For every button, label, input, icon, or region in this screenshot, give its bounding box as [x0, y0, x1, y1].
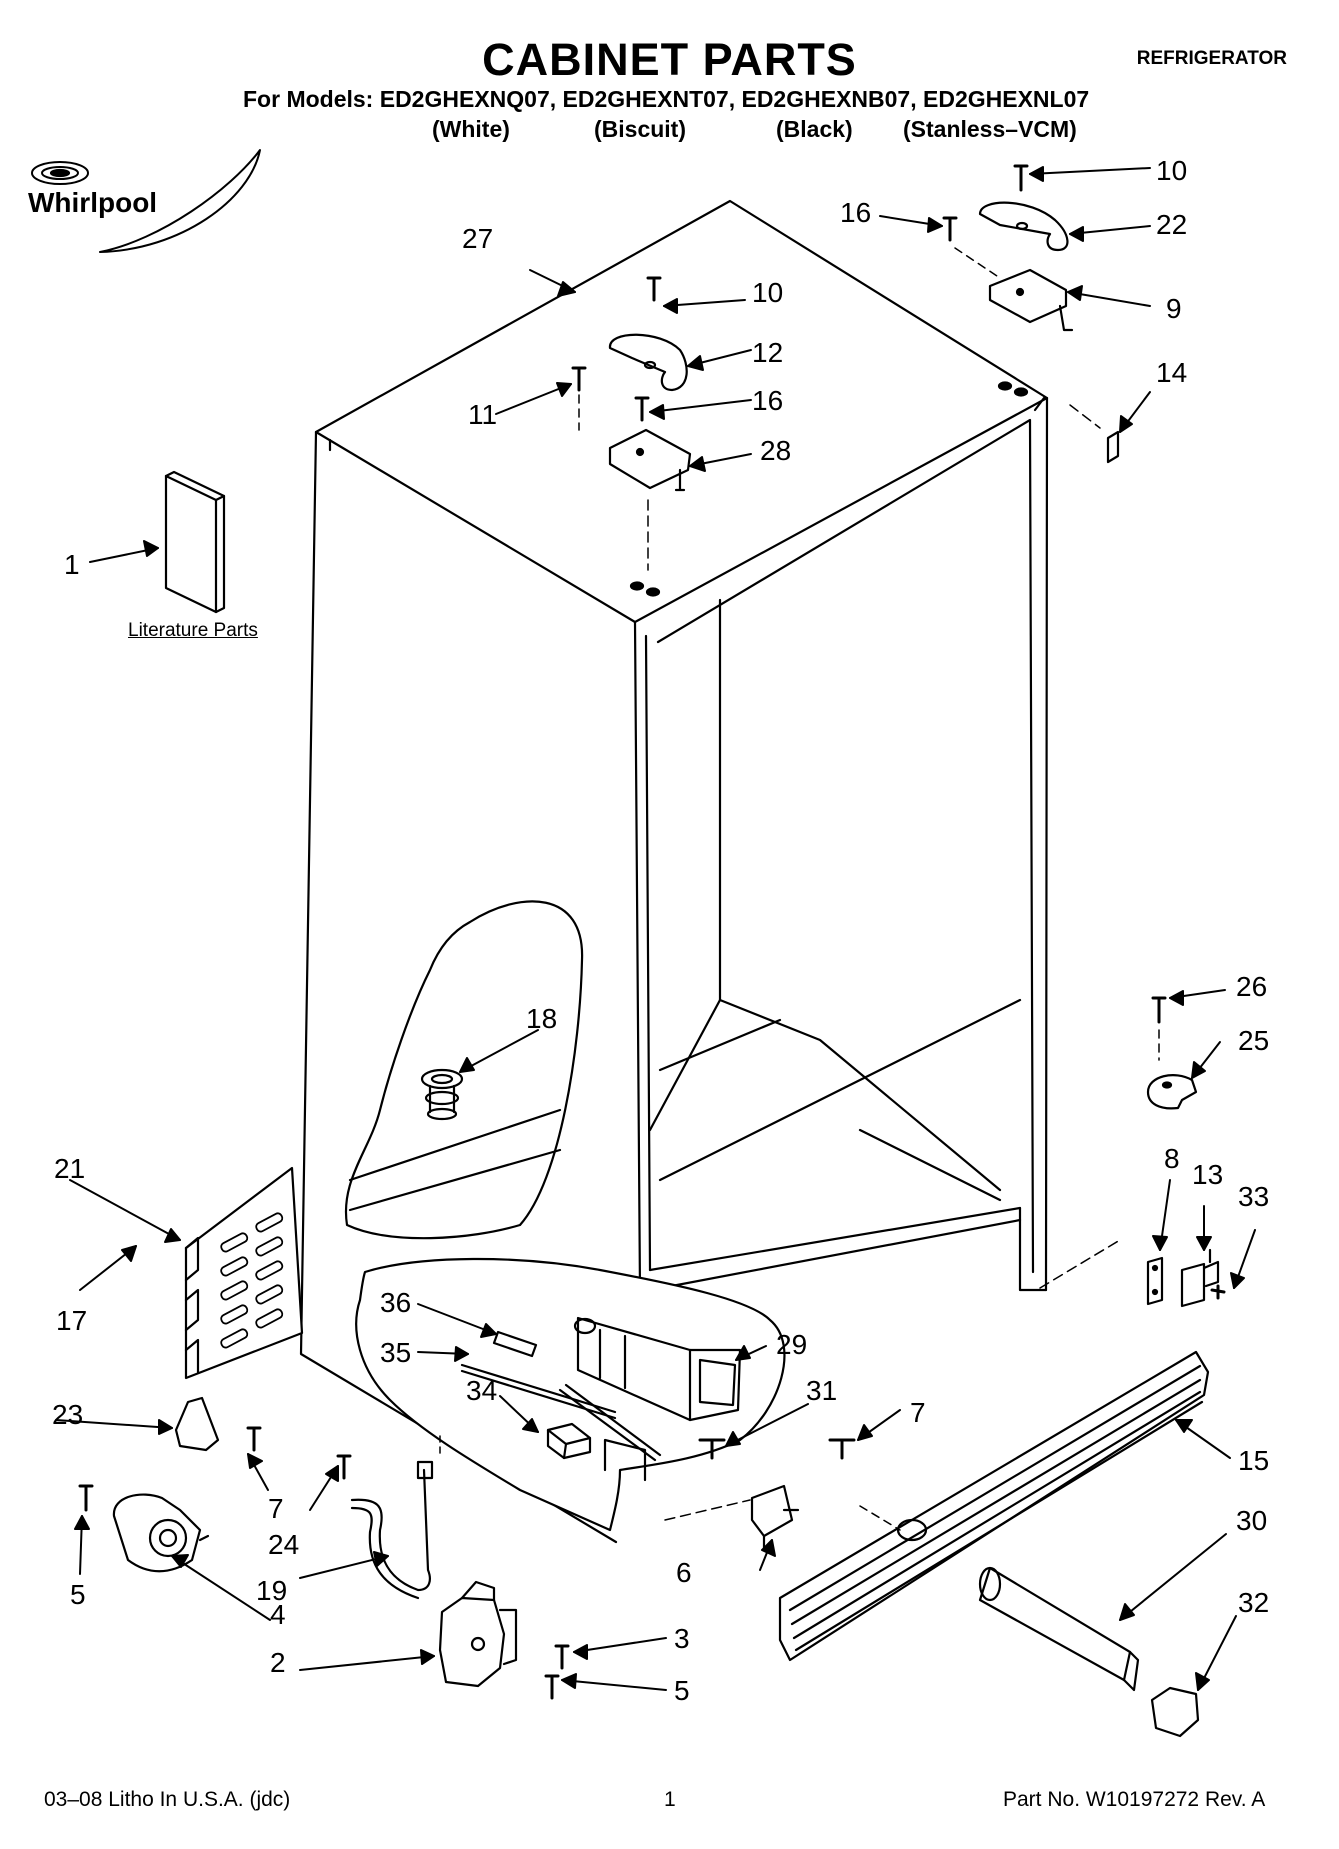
- right-lower-hinge-parts: [1039, 996, 1226, 1308]
- footer-part-number: Part No. W10197272 Rev. A: [1003, 1788, 1266, 1811]
- callout-2: 2: [270, 1647, 286, 1678]
- model-code: ED2GHEXNB07,: [741, 86, 917, 112]
- callout-28: 28: [760, 435, 791, 466]
- callout-4: 4: [270, 1599, 286, 1630]
- callout-leaders: [55, 166, 1256, 1691]
- model-color: (Biscuit): [594, 116, 686, 142]
- cabinet-body: [299, 199, 1049, 1544]
- models-prefix: For Models:: [243, 86, 380, 112]
- callout-31: 31: [806, 1375, 837, 1406]
- callout-17: 17: [56, 1305, 87, 1336]
- callout-7: 7: [268, 1493, 284, 1524]
- page-title: CABINET PARTS: [482, 34, 857, 85]
- callout-32: 32: [1238, 1587, 1269, 1618]
- callout-26: 26: [1236, 971, 1267, 1002]
- water-filter-part-30: [978, 1566, 1140, 1692]
- literature-booklet: [164, 470, 226, 614]
- models-line: For Models: ED2GHEXNQ07, ED2GHEXNT07, ED…: [243, 86, 1089, 113]
- footer-page-number: 1: [664, 1788, 676, 1811]
- callout-36: 36: [380, 1287, 411, 1318]
- callout-9: 9: [1166, 293, 1182, 324]
- callout-14: 14: [1156, 357, 1187, 388]
- callout-25: 25: [1238, 1025, 1269, 1056]
- toe-grille-part-15: [778, 1350, 1210, 1662]
- lower-left-parts: [78, 1396, 570, 1700]
- callout-27: 27: [462, 223, 493, 254]
- callout-3: 3: [674, 1623, 690, 1654]
- callout-7: 7: [910, 1397, 926, 1428]
- top-hinge-left: [571, 276, 692, 571]
- filter-cap-part-32: [1150, 1686, 1200, 1738]
- callout-30: 30: [1236, 1505, 1267, 1536]
- callout-labels: 1 2 3 4 5 5 6 7 7 8 9 10 10 11 12 13 14 …: [52, 155, 1269, 1706]
- callout-10: 10: [752, 277, 783, 308]
- brand-logo-text: Whirlpool: [28, 187, 157, 218]
- callout-24: 24: [268, 1529, 299, 1560]
- callout-8: 8: [1164, 1143, 1180, 1174]
- callout-18: 18: [526, 1003, 557, 1034]
- whirlpool-swirl-logo: Whirlpool: [28, 149, 261, 253]
- top-hinge-right: [942, 164, 1120, 464]
- model-code: ED2GHEXNQ07,: [379, 86, 557, 112]
- middle-small-parts: [664, 1438, 856, 1550]
- callout-34: 34: [466, 1375, 497, 1406]
- callout-16: 16: [840, 197, 871, 228]
- cutaway-lower: [355, 1257, 786, 1532]
- callout-23: 23: [52, 1399, 83, 1430]
- callout-6: 6: [676, 1557, 692, 1588]
- vent-grille-part-21: [184, 1166, 304, 1380]
- literature-parts-label: Literature Parts: [128, 620, 258, 641]
- model-color: (Stanless–VCM): [903, 116, 1077, 142]
- model-code: ED2GHEXNT07,: [562, 86, 736, 112]
- callout-33: 33: [1238, 1181, 1269, 1212]
- callout-5: 5: [674, 1675, 690, 1706]
- callout-13: 13: [1192, 1159, 1223, 1190]
- model-color: (Black): [776, 116, 853, 142]
- callout-1: 1: [64, 549, 80, 580]
- callout-10: 10: [1156, 155, 1187, 186]
- model-code: ED2GHEXNL07: [923, 86, 1090, 112]
- footer-litho: 03–08 Litho In U.S.A. (jdc): [44, 1788, 291, 1811]
- callout-21: 21: [54, 1153, 85, 1184]
- appliance-type: REFRIGERATOR: [1136, 48, 1287, 69]
- callout-22: 22: [1156, 209, 1187, 240]
- callout-19: 19: [256, 1575, 287, 1606]
- callout-12: 12: [752, 337, 783, 368]
- callout-35: 35: [380, 1337, 411, 1368]
- callout-5: 5: [70, 1579, 86, 1610]
- callout-16: 16: [752, 385, 783, 416]
- callout-29: 29: [776, 1329, 807, 1360]
- callout-11: 11: [468, 399, 497, 430]
- callout-15: 15: [1238, 1445, 1269, 1476]
- model-color: (White): [432, 116, 510, 142]
